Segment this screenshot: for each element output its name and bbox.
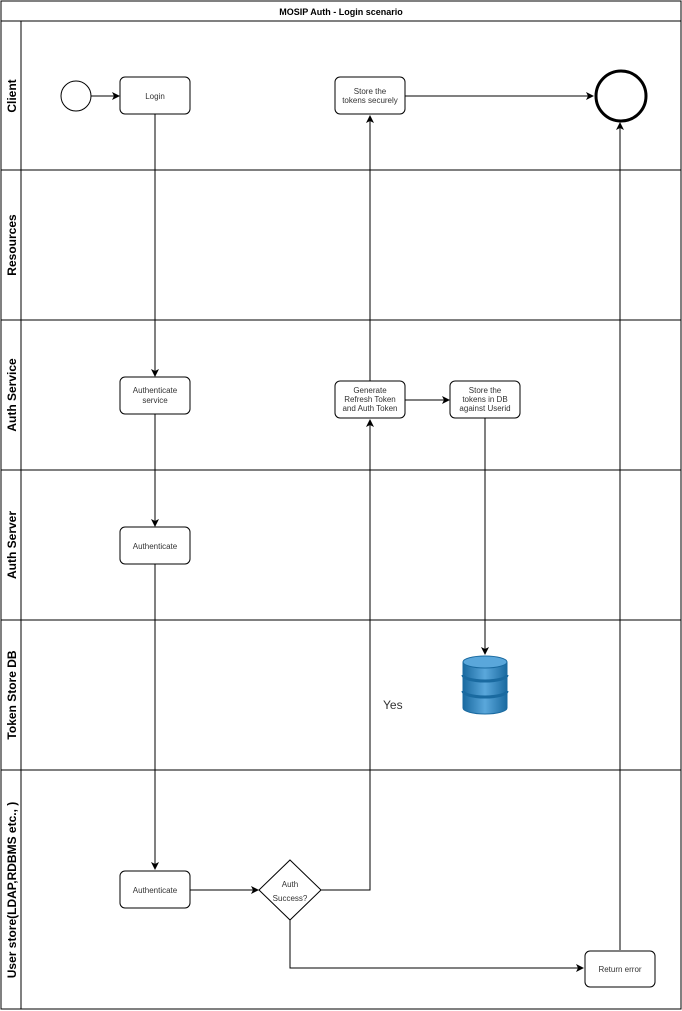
- authenticate-service-label-1: Authenticate: [133, 386, 178, 395]
- store-tokens-db-label-2: tokens in DB: [462, 395, 507, 404]
- authenticate-userstore-task[interactable]: Authenticate: [119, 870, 191, 909]
- lane-label-resources: Resources: [5, 214, 19, 276]
- lane-label-auth-service: Auth Service: [5, 358, 19, 432]
- authenticate-server-task[interactable]: Authenticate: [119, 526, 191, 565]
- auth-success-label-1: Auth: [282, 880, 298, 889]
- store-tokens-db-label-1: Store the: [469, 386, 502, 395]
- lane-label-auth-server: Auth Server: [5, 511, 19, 579]
- edge-decision-generate: [321, 419, 374, 891]
- return-error-task[interactable]: Return error: [584, 950, 656, 988]
- store-tokens-securely-label-2: tokens securely: [342, 96, 398, 105]
- end-event[interactable]: [594, 69, 648, 123]
- login-task[interactable]: Login: [119, 76, 191, 115]
- return-error-label: Return error: [598, 965, 641, 974]
- lane-label-client: Client: [5, 79, 19, 112]
- auth-success-gateway[interactable]: Auth Success?: [258, 859, 322, 921]
- authenticate-userstore-label: Authenticate: [133, 886, 178, 895]
- store-tokens-db-label-3: against Userid: [459, 404, 510, 413]
- generate-tokens-label-2: Refresh Token: [344, 395, 395, 404]
- store-tokens-securely-task[interactable]: Store the tokens securely: [334, 76, 406, 115]
- auth-success-label-2: Success?: [273, 894, 308, 903]
- store-tokens-securely-label-1: Store the: [354, 87, 387, 96]
- lane-label-user-store: User store(LDAP,RDBMS etc., ): [5, 802, 19, 978]
- generate-tokens-task[interactable]: Generate Refresh Token and Auth Token: [334, 380, 406, 419]
- authenticate-server-label: Authenticate: [133, 542, 178, 551]
- edge-decision-returnerror: [289, 920, 584, 972]
- store-tokens-db-task[interactable]: Store the tokens in DB against Userid: [449, 380, 521, 419]
- authenticate-service-label-2: service: [142, 396, 168, 405]
- token-database-icon[interactable]: [461, 655, 509, 715]
- lane-label-token-store-db: Token Store DB: [5, 650, 19, 739]
- generate-tokens-label-3: and Auth Token: [342, 404, 397, 413]
- yes-label: Yes: [383, 698, 403, 712]
- start-event[interactable]: [60, 80, 92, 112]
- diagram-title: MOSIP Auth - Login scenario: [279, 7, 403, 17]
- login-task-label: Login: [145, 92, 165, 101]
- authenticate-service-task[interactable]: Authenticate service: [119, 376, 191, 415]
- generate-tokens-label-1: Generate: [353, 386, 387, 395]
